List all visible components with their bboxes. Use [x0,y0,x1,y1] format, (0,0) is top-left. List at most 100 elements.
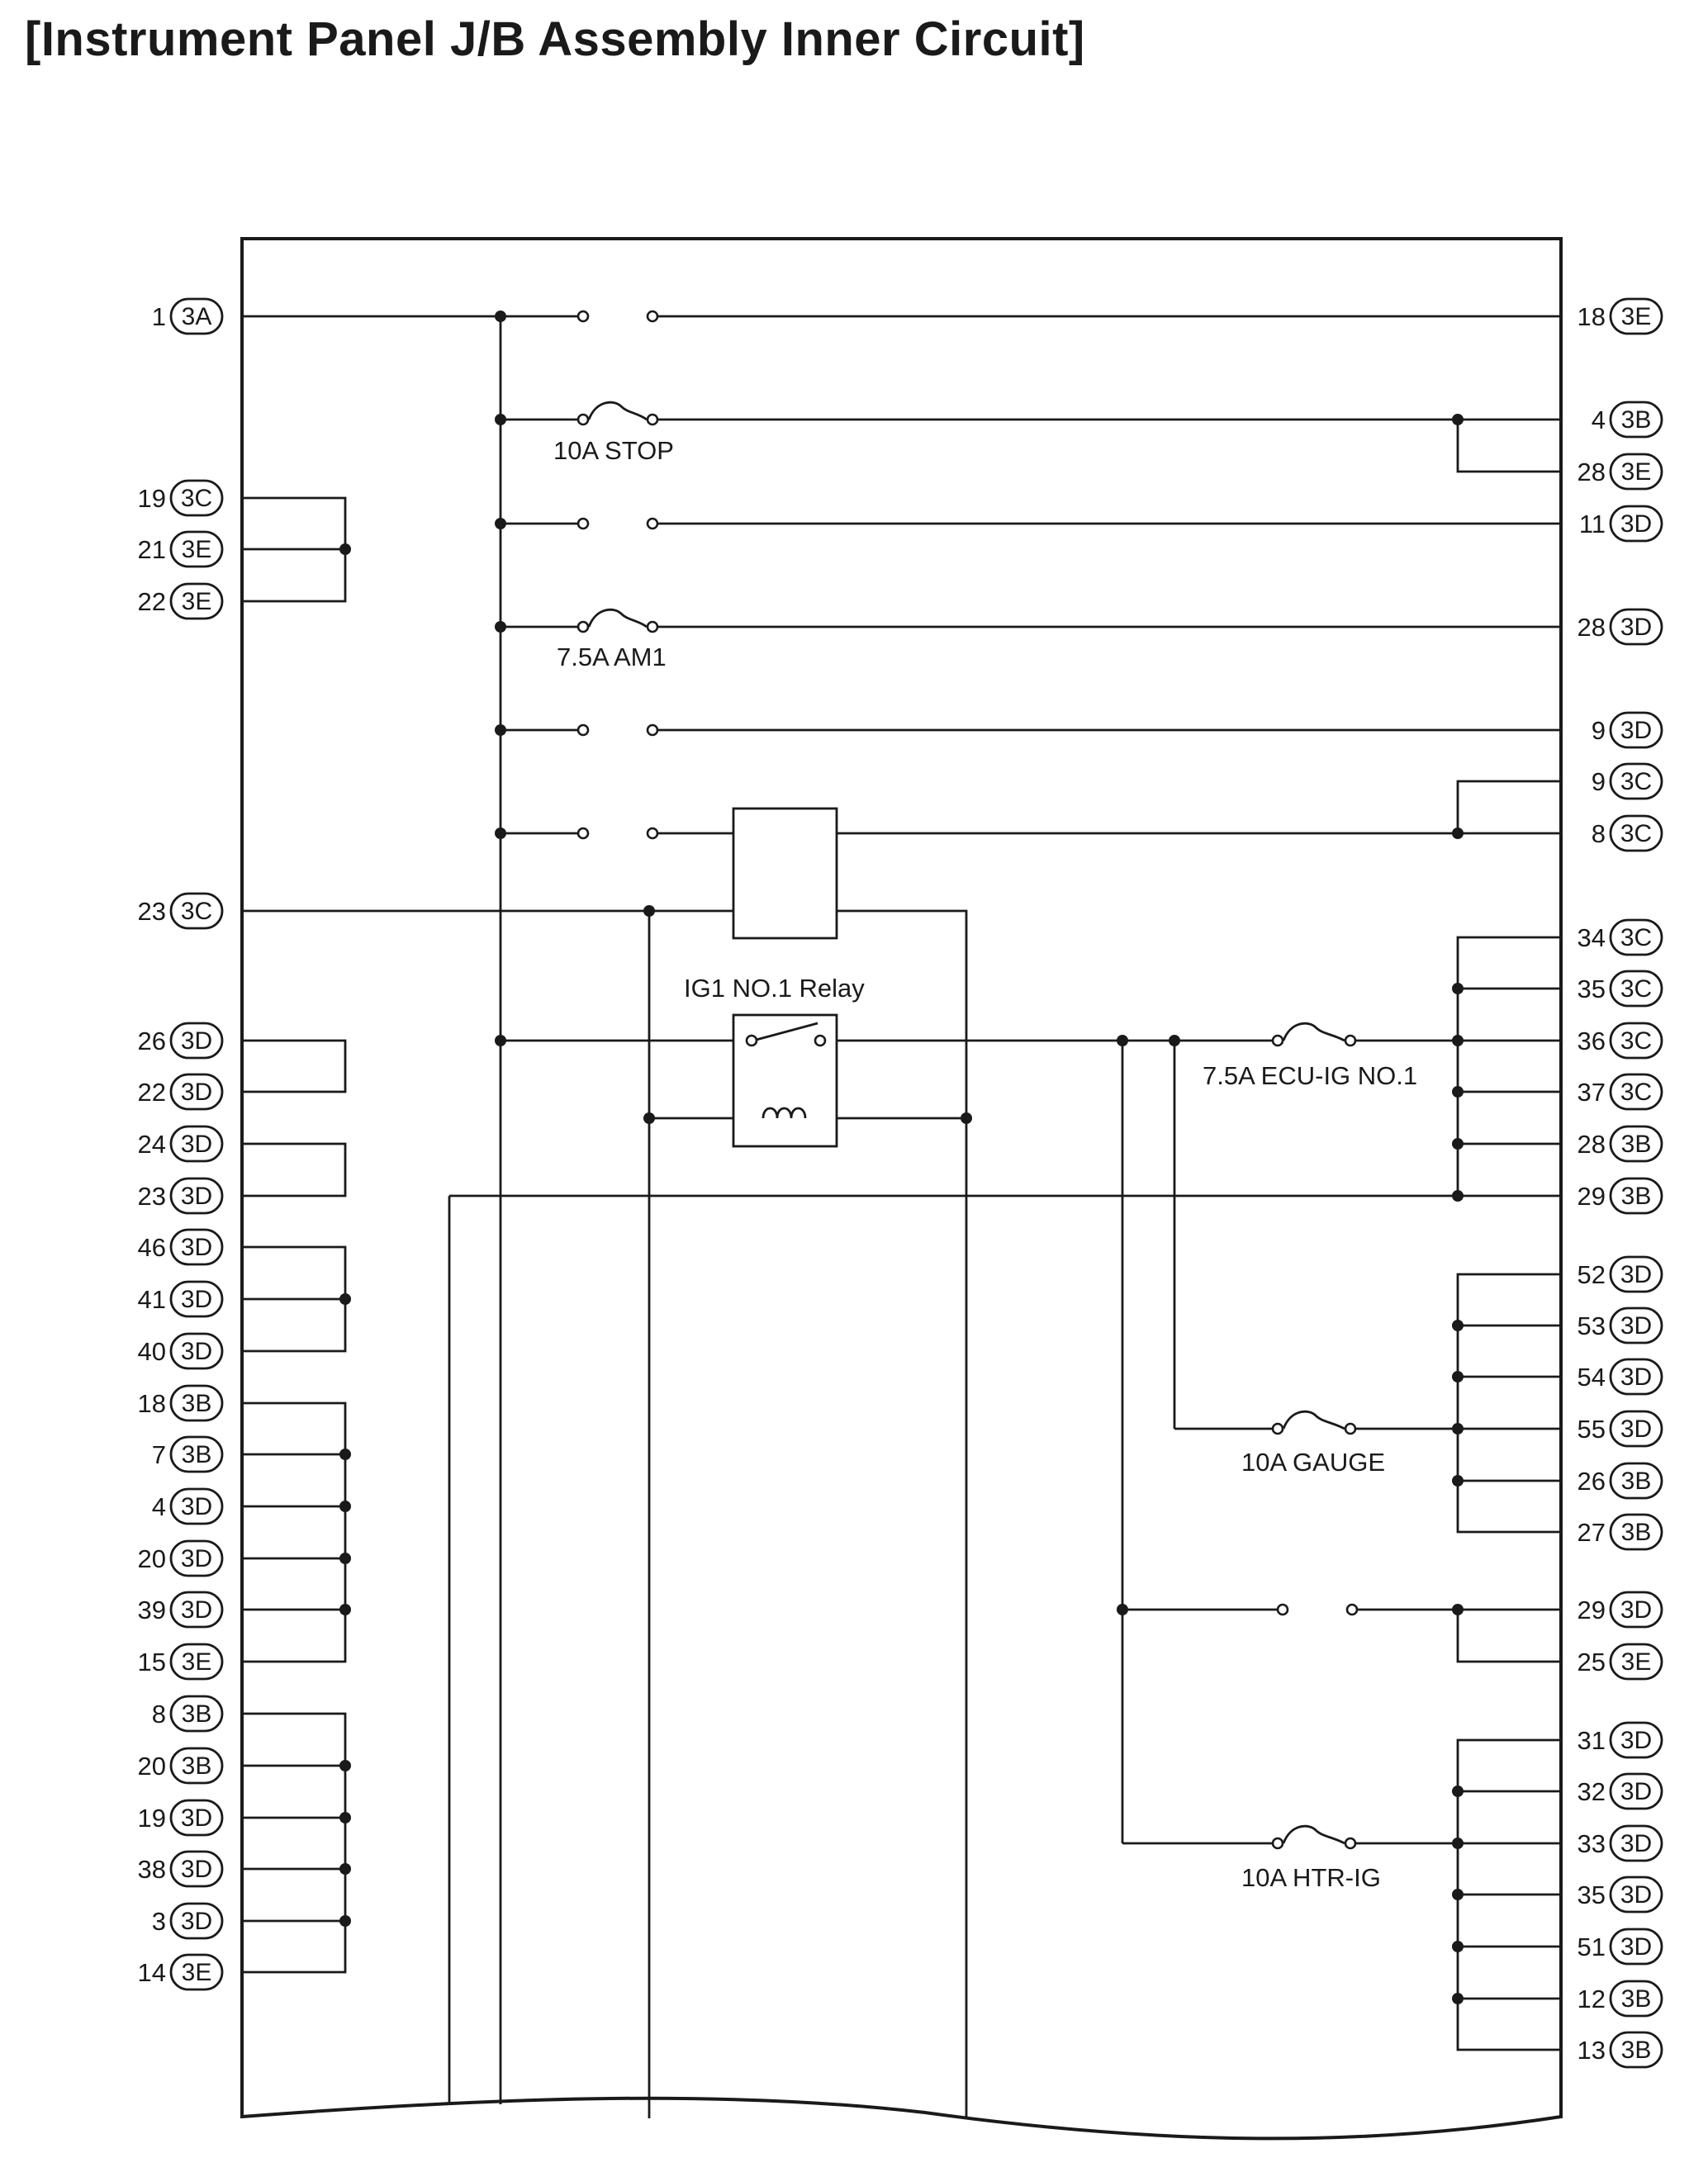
connector-badge [169,582,224,620]
pin-number: 26 [138,1027,166,1055]
connector-badge [169,1177,224,1215]
pin-number: 31 [1578,1726,1606,1755]
connector-badge [1609,1721,1663,1759]
connector-id: 3B [1621,2037,1652,2064]
connector-id: 3C [181,898,212,925]
connector-id: 3B [1621,406,1652,434]
left-terminal: 3A1 [152,297,224,335]
connector-badge [169,1850,224,1888]
connector-badge [169,1643,224,1681]
left-terminals: 3A13C193E213E223C233D263D223D243D233D463… [138,297,224,1991]
pin-number: 38 [138,1855,166,1884]
label-10a-gauge: 10A GAUGE [1241,1448,1385,1477]
pin-number: 24 [138,1130,166,1159]
diagram-title: [Instrument Panel J/B Assembly Inner Cir… [25,12,1085,66]
fuse-10a-htr-ig [1271,1824,1357,1850]
pin-number: 33 [1578,1829,1606,1858]
pin-number: 7 [152,1440,166,1469]
connector-badge [169,1073,224,1111]
connector-badge [1609,1772,1663,1810]
left-terminal: 3B 7 [152,1435,224,1473]
connector-id: 3D [1620,1416,1652,1443]
pin-number: 4 [152,1492,166,1521]
pin-number: 28 [1578,458,1606,486]
pin-number: 28 [1578,1130,1606,1159]
relay-coil-icon [761,1107,807,1119]
connector-id: 3D [181,1545,212,1572]
connector-id: 3C [1620,975,1652,1003]
pin-number: 29 [1578,1596,1606,1624]
pin-number: 51 [1578,1933,1606,1961]
connector-badge [1609,401,1663,439]
connector-badge [1609,1255,1663,1293]
connector-id: 3D [181,1286,212,1313]
connector-id: 3D [181,1338,212,1365]
pin-number: 19 [138,484,166,513]
connector-id: 3D [1620,1727,1652,1754]
junction-block-outline [240,237,1563,2141]
connector-badge [1609,1358,1663,1396]
connector-badge [1609,2031,1663,2069]
connector-id: 3B [1621,1183,1652,1210]
connector-id: 3D [1620,614,1652,641]
connector-id: 3B [182,1441,212,1468]
connector-badge [169,1384,224,1422]
connector-id: 3E [182,536,212,563]
left-terminal: 3D 41 [138,1280,224,1318]
left-terminal: 3B8 [152,1695,224,1733]
connector-badge [169,1591,224,1629]
connector-badge [169,1487,224,1525]
connector-id: 3D [181,1804,212,1832]
relay-box-upper [732,807,838,940]
connector-badge [169,1125,224,1163]
connector-id: 3C [1620,1079,1652,1106]
pin-number: 27 [1578,1518,1606,1547]
connector-badge [1609,1462,1663,1500]
pin-number: 18 [138,1389,166,1418]
connector-badge [1609,297,1663,335]
connector-badge [1609,1980,1663,2018]
connector-badge [1609,970,1663,1008]
open-contacts [576,310,1359,1616]
pin-number: 8 [152,1700,166,1729]
label-7-5a-ecu-ig-no1: 7.5A ECU-IG NO.1 [1203,1061,1417,1090]
connector-badge [169,1539,224,1577]
right-terminal: 3D 31 [1578,1721,1663,1759]
fuse-7-5a-ecu-ig-no1 [1271,1022,1357,1047]
pin-number: 35 [1578,975,1606,1003]
pin-number: 29 [1578,1182,1606,1211]
pin-number: 13 [1578,2036,1606,2065]
connector-badge [1609,1513,1663,1551]
pin-number: 8 [1592,819,1606,848]
pin-number: 41 [138,1285,166,1314]
pin-number: 1 [152,302,166,331]
right-terminal: 3B4 [1592,401,1663,439]
connector-badge [1609,814,1663,852]
connector-badge [169,297,224,335]
label-10a-stop: 10A STOP [553,436,674,465]
connector-id: 3E [182,1648,212,1676]
junction-dots [339,311,1464,2004]
connector-badge [169,479,224,517]
pin-number: 54 [1578,1363,1606,1392]
fuse-10a-gauge [1271,1410,1357,1435]
connector-badge [1609,1591,1663,1629]
